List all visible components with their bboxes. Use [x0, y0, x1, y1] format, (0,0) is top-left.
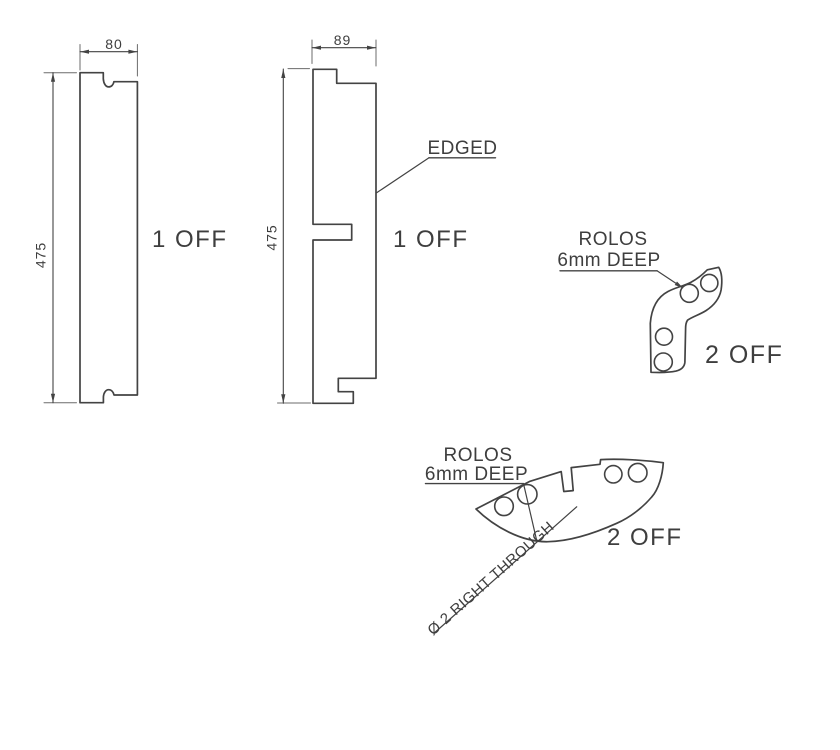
quantity-label: 2 OFF [705, 341, 783, 369]
dimension-arrow [312, 45, 321, 50]
height-dimension-label: 475 [264, 224, 280, 250]
height-dimension: 475 [33, 72, 77, 404]
dimension-arrow [128, 49, 138, 54]
left-board-outline [79, 71, 139, 404]
width-dimension: 89 [311, 32, 377, 67]
rolos-note-line2: 6mm DEEP [425, 464, 528, 485]
edged-note-label: EDGED [427, 138, 497, 159]
part-left-board: 80 475 1 OFF [33, 36, 228, 404]
width-dimension-label: 80 [105, 36, 123, 52]
leader-line [522, 483, 538, 542]
rolo-hole [493, 496, 515, 517]
shaped-rail-outline [475, 458, 665, 543]
rolo-hole [653, 352, 674, 372]
rolos-note-line1: ROLOS [443, 445, 512, 466]
edged-board-outline [312, 68, 377, 405]
width-dimension: 80 [79, 36, 138, 77]
quantity-label: 1 OFF [152, 226, 228, 253]
dimension-arrow [50, 72, 56, 82]
rolos-annotation: ROLOS 6mm DEEP [557, 229, 684, 289]
dimension-arrow [281, 394, 286, 404]
rolo-hole [654, 327, 674, 347]
width-dimension-label: 89 [334, 32, 352, 48]
part-corner-bracket: ROLOS 6mm DEEP 2 OFF [557, 229, 783, 374]
part-edged-board: 89 475 EDGED 1 OFF [264, 32, 497, 405]
height-dimension-label: 475 [33, 242, 49, 268]
quantity-label: 1 OFF [393, 226, 469, 253]
rolo-hole [627, 462, 648, 483]
rolos-note-line1: ROLOS [578, 229, 647, 250]
height-dimension: 475 [264, 68, 311, 404]
quantity-label: 2 OFF [607, 524, 683, 551]
rolo-hole [603, 464, 623, 484]
edged-annotation: EDGED [376, 138, 497, 194]
dimension-arrow [281, 69, 286, 78]
leader-arrow [674, 281, 684, 289]
rolo-hole [679, 283, 700, 304]
part-shaped-rail: ROLOS 6mm DEEP Ø 2 RIGHT THROUGH 2 OFF [424, 445, 683, 639]
rolos-note-line2: 6mm DEEP [557, 250, 660, 271]
corner-bracket-outline [649, 266, 723, 374]
dimension-arrow [80, 49, 89, 54]
rolo-hole [516, 483, 538, 505]
dimension-arrow [50, 393, 56, 403]
dimension-arrow [367, 45, 376, 50]
hole-note-label: Ø 2 RIGHT THROUGH [424, 518, 557, 639]
leader-line [376, 157, 430, 194]
rolo-hole [699, 273, 719, 293]
rolos-annotation: ROLOS 6mm DEEP [424, 445, 538, 542]
leader-line [434, 506, 578, 634]
